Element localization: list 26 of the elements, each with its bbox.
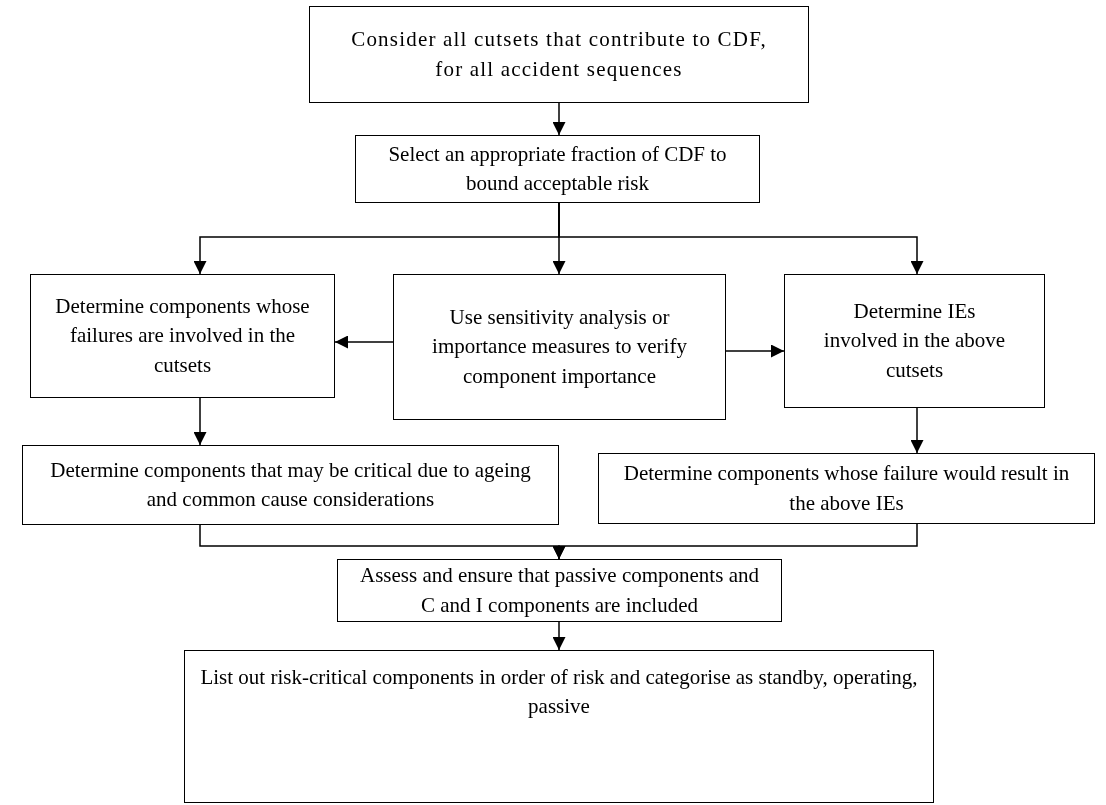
box-text: List out risk-critical components in order of risk and categorise as standby, operating, passive — [199, 664, 919, 721]
process-box — [337, 559, 782, 622]
box-text: Select an appropriate fraction of CDF to bound acceptable risk — [387, 140, 728, 197]
process-box — [784, 274, 1045, 408]
process-box — [30, 274, 335, 398]
arrow — [552, 102, 566, 136]
process-box — [22, 445, 559, 525]
process-box — [355, 135, 760, 203]
arrow — [558, 202, 924, 275]
box-text: Determine components whose failures are involved in the cutsets — [54, 292, 311, 379]
process-box — [309, 6, 809, 103]
arrow — [552, 523, 918, 560]
box-text: Consider all cutsets that contribute to CDF, for all accident sequences — [350, 26, 768, 83]
arrow — [193, 397, 207, 446]
arrow — [725, 344, 785, 358]
box-text: Determine components whose failure would result in the above IEs — [622, 460, 1071, 517]
process-box — [598, 453, 1095, 524]
arrow — [552, 621, 566, 651]
box-text: Determine IEs involved in the above cutsets — [822, 297, 1007, 384]
arrow — [334, 335, 394, 349]
box-text: Use sensitivity analysis or importance measures to verify component importance — [431, 303, 688, 390]
process-box — [393, 274, 726, 420]
process-box — [184, 650, 934, 803]
arrow — [910, 407, 924, 454]
box-text: Assess and ensure that passive components and C and I components are included — [359, 562, 760, 619]
box-text: Determine components that may be critical due to ageing and common cause considerations — [49, 456, 532, 513]
